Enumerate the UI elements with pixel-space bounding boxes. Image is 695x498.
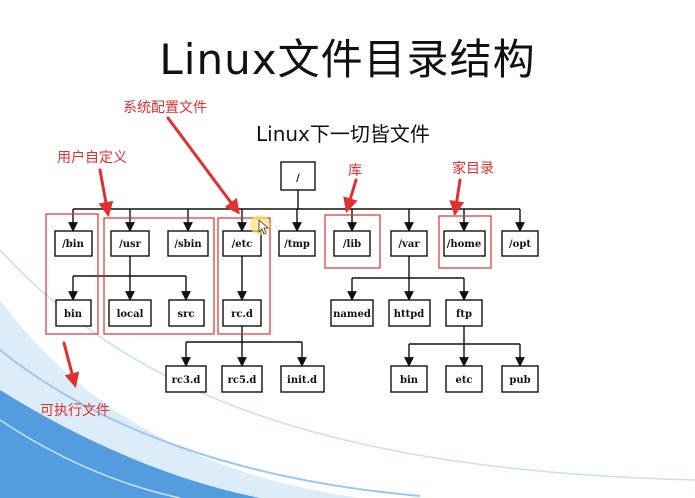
node-var-ftp: ftp: [445, 299, 483, 327]
arrow-home-dir: [449, 178, 465, 216]
arrow-user-defined: [98, 168, 114, 217]
node-etc-label: /etc: [232, 239, 253, 250]
slide-subtitle: Linux下一切皆文件: [256, 122, 430, 146]
node-lib: /lib: [333, 230, 371, 257]
node-opt-label: /opt: [509, 239, 531, 250]
node-var-httpd-label: httpd: [394, 309, 425, 320]
node-lib-label: /lib: [343, 239, 361, 250]
node-initd-label: init.d: [287, 375, 317, 386]
node-usr-label: /usr: [119, 239, 142, 250]
annotation-user-defined: 用户自定义: [57, 149, 127, 166]
node-usr-src-label: src: [178, 309, 195, 320]
highlight-bin: [45, 213, 99, 335]
highlight-usr: [103, 217, 215, 335]
node-var: /var: [390, 230, 428, 257]
node-var-ftp-label: ftp: [456, 309, 472, 320]
node-tmp: /tmp: [278, 230, 316, 257]
node-usr-src: src: [168, 299, 205, 327]
annotation-system-config: 系统配置文件: [123, 100, 207, 116]
node-usr: /usr: [110, 230, 150, 257]
node-home: /home: [443, 230, 486, 257]
node-ftp-bin: bin: [390, 365, 428, 393]
node-etc-rcd: rc.d: [222, 299, 262, 327]
arrow-library: [343, 178, 358, 213]
node-bin-label: /bin: [62, 239, 84, 250]
annotation-executable: 可执行文件: [40, 403, 110, 419]
node-root-label: /: [296, 173, 300, 184]
highlight-home: [438, 215, 492, 269]
node-ftp-etc-label: etc: [455, 375, 472, 386]
node-bin: /bin: [54, 230, 93, 257]
node-rc5d-label: rc5.d: [228, 375, 257, 386]
mouse-cursor-icon: [258, 219, 270, 235]
arrow-executable: [62, 341, 80, 388]
highlight-etc: [217, 217, 271, 335]
tree-connectors: [68, 190, 525, 367]
node-root: /: [280, 161, 316, 191]
node-rc3d-label: rc3.d: [172, 375, 201, 386]
highlight-lib: [324, 214, 381, 269]
node-rc5d: rc5.d: [221, 365, 263, 393]
node-usr-bin-label: bin: [64, 309, 83, 320]
node-initd: init.d: [280, 365, 325, 393]
highlight-boxes: [45, 213, 492, 335]
node-sbin-label: /sbin: [174, 239, 202, 250]
node-usr-local-label: local: [117, 309, 144, 320]
slide-title: Linux文件目录结构: [159, 35, 536, 84]
node-var-named-label: named: [333, 309, 371, 320]
arrow-system-config: [166, 116, 240, 215]
node-ftp-bin-label: bin: [400, 375, 419, 386]
node-ftp-pub: pub: [501, 365, 539, 393]
node-sbin: /sbin: [167, 230, 209, 257]
node-tmp-label: /tmp: [284, 239, 310, 250]
node-opt: /opt: [501, 230, 539, 257]
node-etc-rcd-label: rc.d: [231, 309, 253, 320]
node-var-label: /var: [398, 239, 420, 250]
annotation-home-dir: 家目录: [452, 160, 494, 177]
node-rc3d: rc3.d: [165, 365, 207, 393]
node-usr-bin: bin: [55, 299, 92, 327]
node-var-httpd: httpd: [388, 299, 431, 327]
annotation-arrows: [62, 116, 465, 388]
node-home-label: /home: [447, 239, 482, 250]
node-ftp-etc: etc: [445, 365, 483, 393]
node-ftp-pub-label: pub: [509, 375, 530, 386]
node-etc: /etc: [222, 230, 262, 257]
node-var-named: named: [330, 299, 374, 327]
annotation-library: 库: [348, 163, 362, 179]
node-usr-local: local: [108, 299, 152, 327]
